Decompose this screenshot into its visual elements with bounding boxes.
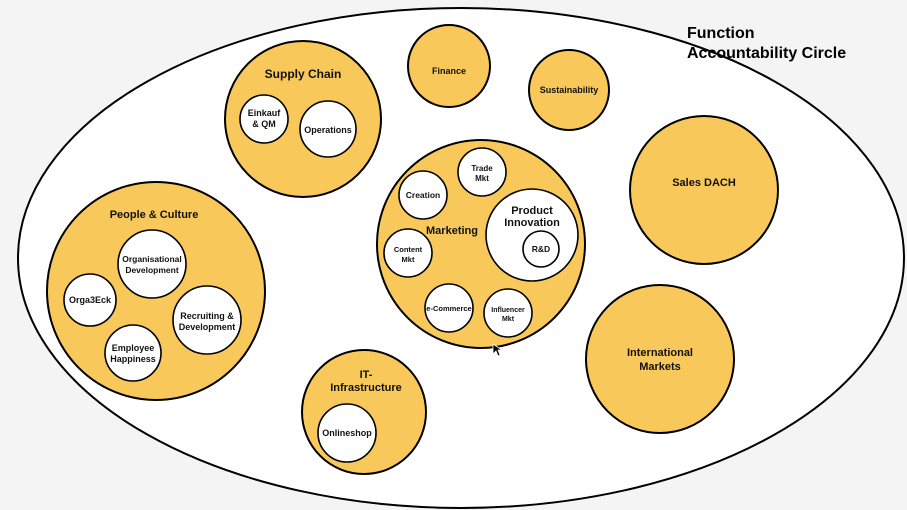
diagram-title-line1: Function bbox=[687, 25, 755, 42]
trade-label-line1: Trade bbox=[471, 164, 493, 173]
content-label-line1: Content bbox=[394, 245, 423, 254]
creation-label: Creation bbox=[406, 190, 440, 200]
einkauf-label-line2: & QM bbox=[252, 119, 276, 129]
rnd-label: R&D bbox=[532, 244, 550, 254]
international-label-line2: Markets bbox=[639, 361, 681, 373]
people-culture-label: People & Culture bbox=[110, 209, 199, 221]
influencer-label-line1: Influencer bbox=[491, 307, 525, 314]
recruiting-label-line2: Development bbox=[179, 322, 236, 332]
ecommerce-label: e-Commerce bbox=[426, 304, 471, 313]
circle-it-infrastructure: IT- Infrastructure Onlineshop bbox=[301, 349, 427, 475]
recruiting-label-line1: Recruiting & bbox=[180, 311, 234, 321]
product-innovation-label-line1: Product bbox=[511, 205, 553, 217]
supply-chain-label: Supply Chain bbox=[265, 67, 342, 81]
circle-orga3eck: Orga3Eck bbox=[63, 273, 117, 327]
circle-trade-mkt: Trade Mkt bbox=[457, 147, 507, 197]
circle-operations: Operations bbox=[299, 100, 357, 158]
circle-product-innovation: Product Innovation R&D bbox=[485, 188, 579, 282]
content-label-line2: Mkt bbox=[402, 255, 415, 264]
org-dev-label-line1: Organisational bbox=[122, 254, 182, 264]
it-label-line1: IT- bbox=[360, 369, 373, 381]
circle-finance: Finance bbox=[407, 24, 491, 108]
circle-ecommerce: e-Commerce bbox=[424, 283, 474, 333]
it-label-line2: Infrastructure bbox=[330, 382, 402, 394]
circle-influencer-mkt: Influencer Mkt bbox=[483, 288, 533, 338]
international-label-line1: International bbox=[627, 347, 693, 359]
product-innovation-label-line2: Innovation bbox=[504, 217, 560, 229]
onlineshop-label: Onlineshop bbox=[322, 428, 372, 438]
marketing-label: Marketing bbox=[426, 225, 478, 237]
circle-recruiting-development: Recruiting & Development bbox=[172, 285, 242, 355]
circle-international-markets: International Markets bbox=[585, 284, 735, 434]
operations-label: Operations bbox=[304, 125, 352, 135]
circle-sales-dach: Sales DACH bbox=[629, 115, 779, 265]
circle-employee-happiness: Employee Happiness bbox=[104, 324, 162, 382]
circle-organisational-development: Organisational Development bbox=[117, 229, 187, 299]
circle-people-culture: People & Culture Organisational Developm… bbox=[46, 181, 266, 401]
circle-onlineshop: Onlineshop bbox=[317, 403, 377, 463]
org-dev-label-line2: Development bbox=[125, 265, 179, 275]
orga3eck-label: Orga3Eck bbox=[69, 295, 112, 305]
circle-supply-chain: Supply Chain Einkauf & QM Operations bbox=[224, 40, 382, 198]
circle-sustainability: Sustainability bbox=[528, 49, 610, 131]
einkauf-label-line1: Einkauf bbox=[248, 108, 282, 118]
finance-label: Finance bbox=[432, 66, 466, 76]
sustainability-label: Sustainability bbox=[540, 85, 599, 95]
mouse-cursor-icon bbox=[492, 343, 504, 357]
circle-einkauf-qm: Einkauf & QM bbox=[239, 94, 289, 144]
diagram-title-line2: Accountability Circle bbox=[687, 45, 846, 62]
employee-label-line1: Employee bbox=[112, 343, 155, 353]
employee-label-line2: Happiness bbox=[110, 354, 156, 364]
influencer-label-line2: Mkt bbox=[502, 316, 515, 323]
circle-creation: Creation bbox=[398, 170, 448, 220]
sales-dach-label: Sales DACH bbox=[672, 177, 736, 189]
circle-content-mkt: Content Mkt bbox=[383, 228, 433, 278]
trade-label-line2: Mkt bbox=[475, 174, 489, 183]
circle-rnd: R&D bbox=[522, 230, 560, 268]
circle-marketing: Marketing Trade Mkt Creation Content Mkt… bbox=[376, 139, 586, 349]
